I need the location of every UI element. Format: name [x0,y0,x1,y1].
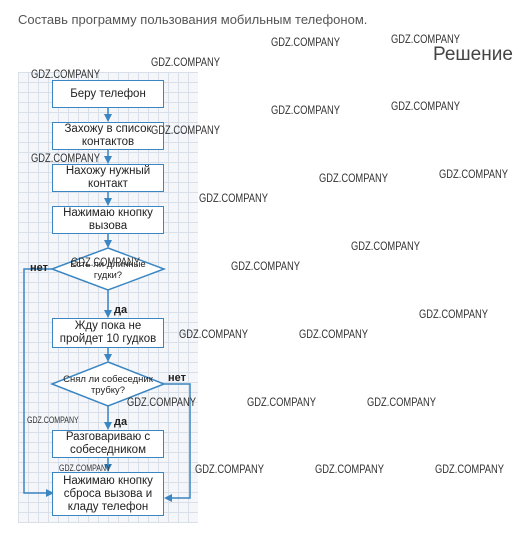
watermark: GDZ.COMPANY [195,462,264,476]
watermark: GDZ.COMPANY [31,67,100,81]
yes-label-1: да [114,304,128,316]
watermark: GDZ.COMPANY [367,395,436,409]
step-box-3: Нахожу нужный контакт [52,164,164,192]
watermark: GDZ.COMPANY [271,103,340,117]
flowchart: Беру телефон Захожу в список контактов Н… [18,72,198,523]
decision-shape-1 [49,247,167,291]
task-text: Составь программу пользования мобильным … [18,12,368,27]
watermark: GDZ.COMPANY [247,395,316,409]
decision-text-1: Есть ли длинные гудки? [70,259,146,281]
watermark: GDZ.COMPANY [231,259,300,273]
watermark: GDZ.COMPANY [179,327,248,341]
watermark: GDZ.COMPANY [351,239,420,253]
watermark: GDZ.COMPANY [271,35,340,49]
watermark: GDZ.COMPANY [151,55,220,69]
step-box-4: Нажимаю кнопку вызова [52,206,164,234]
no-label-2: нет [168,372,187,384]
step-box-6: Разговариваю с собеседником [52,430,164,458]
watermark: GDZ.COMPANY [27,415,79,425]
solution-heading: Решение [433,44,513,65]
watermark: GDZ.COMPANY [299,327,368,341]
connector-no-1 [23,268,54,497]
watermark: GDZ.COMPANY [391,99,460,113]
watermark: GDZ.COMPANY [315,462,384,476]
step-box-7: Нажимаю кнопку сброса вызова и кладу тел… [52,472,164,516]
watermark: GDZ.COMPANY [127,395,196,409]
yes-label-2: да [114,416,128,428]
watermark: GDZ.COMPANY [391,32,460,46]
no-label-1: нет [30,262,49,274]
decision-shape-2 [49,361,167,407]
watermark: GDZ.COMPANY [31,151,100,165]
watermark: GDZ.COMPANY [151,123,220,137]
watermark: GDZ.COMPANY [199,191,268,205]
step-box-2: Захожу в список контактов [52,122,164,150]
watermark: GDZ.COMPANY [59,463,111,473]
step-box-5: Жду пока не пройдет 10 гудков [52,318,164,348]
watermark: GDZ.COMPANY [419,307,488,321]
watermark: GDZ.COMPANY [319,171,388,185]
watermark: GDZ.COMPANY [71,255,140,269]
connector-no-2 [164,383,191,502]
watermark: GDZ.COMPANY [435,462,504,476]
watermark: GDZ.COMPANY [439,167,508,181]
flowchart-connectors [23,108,191,502]
step-box-1: Беру телефон [52,80,164,108]
decision-text-2: Снял ли собеседник трубку? [63,374,153,396]
